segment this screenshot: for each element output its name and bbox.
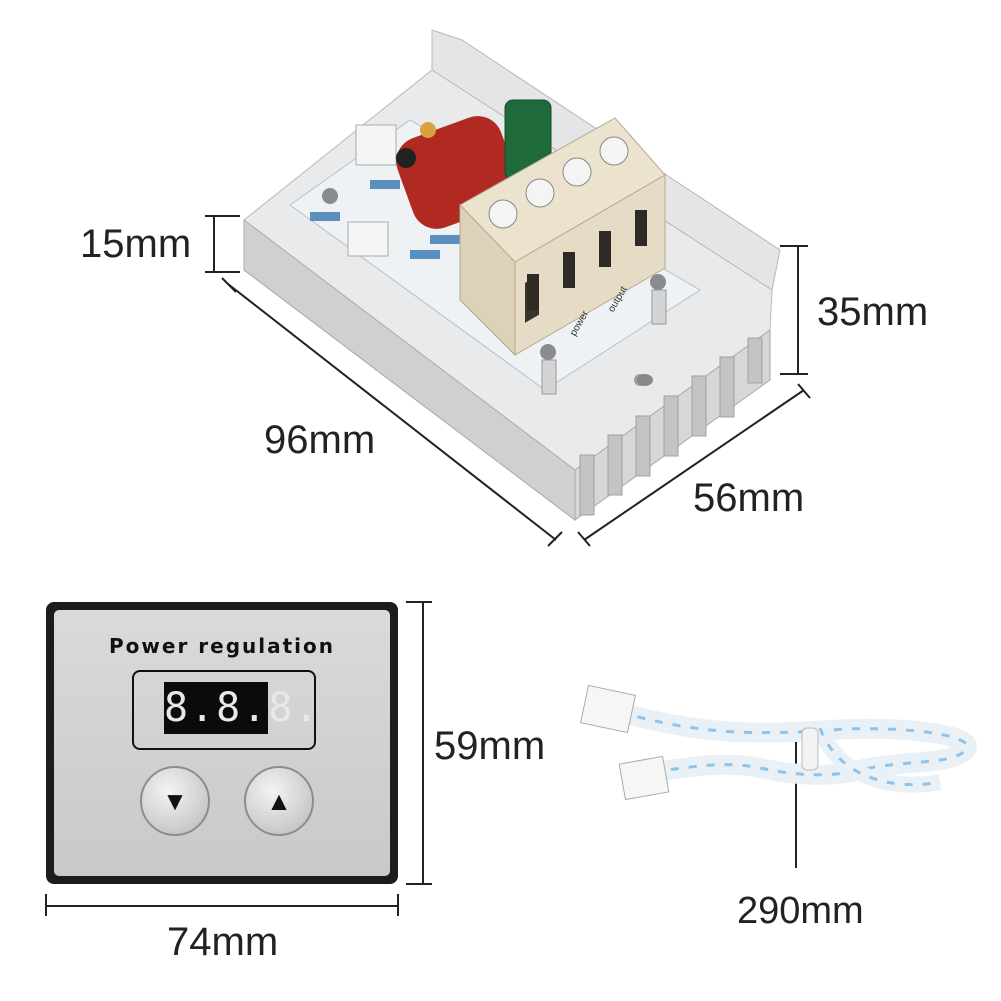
cable-connector: [579, 684, 637, 734]
screw: [322, 188, 338, 204]
dimension-line-96mm: [221, 277, 563, 547]
ribbon-cable: [617, 702, 977, 793]
dim-label-59mm: 59mm: [434, 724, 546, 768]
mounting-hole: [637, 374, 653, 386]
triangle-up-icon: ▲: [266, 786, 292, 816]
terminal-openings: [527, 210, 647, 310]
dim-label-290mm: 290mm: [737, 890, 864, 932]
dimension-line-59mm: [406, 601, 432, 885]
cable-tie: [801, 727, 819, 771]
resistor: [430, 235, 460, 244]
up-button[interactable]: ▲: [244, 766, 314, 836]
control-panel-face: Power regulation 8.8.8. ▼ ▲: [54, 610, 390, 876]
standoff: [651, 289, 667, 325]
screw: [540, 344, 556, 360]
resistor: [310, 212, 340, 221]
dimension-line-15mm: [205, 215, 240, 273]
resistor: [370, 180, 400, 189]
dimension-line-74mm: [45, 894, 399, 916]
triangle-down-icon: ▼: [162, 786, 188, 816]
dim-label-35mm: 35mm: [817, 290, 929, 334]
heatsink-fins: [579, 337, 763, 516]
dim-label-15mm: 15mm: [80, 222, 192, 266]
down-button[interactable]: ▼: [140, 766, 210, 836]
dim-label-74mm: 74mm: [167, 920, 279, 964]
screw: [650, 274, 666, 290]
panel-title: Power regulation: [109, 634, 335, 658]
control-panel: Power regulation 8.8.8. ▼ ▲: [46, 602, 398, 884]
resistor: [410, 250, 440, 259]
terminal-screws: [488, 136, 629, 229]
connector: [355, 124, 397, 166]
standoff: [541, 359, 557, 395]
dimension-line-35mm: [780, 245, 808, 375]
connector: [347, 221, 389, 257]
cable-connector: [618, 755, 670, 801]
dim-label-96mm: 96mm: [264, 418, 376, 462]
small-capacitor: [420, 122, 436, 138]
led-display: 8.8.8.: [164, 682, 319, 734]
dim-label-56mm: 56mm: [693, 476, 805, 520]
transistor: [396, 148, 416, 168]
display-frame: 8.8.8.: [132, 670, 319, 750]
terminal-block-side: [514, 174, 666, 356]
dimension-line-56mm: [577, 383, 811, 547]
